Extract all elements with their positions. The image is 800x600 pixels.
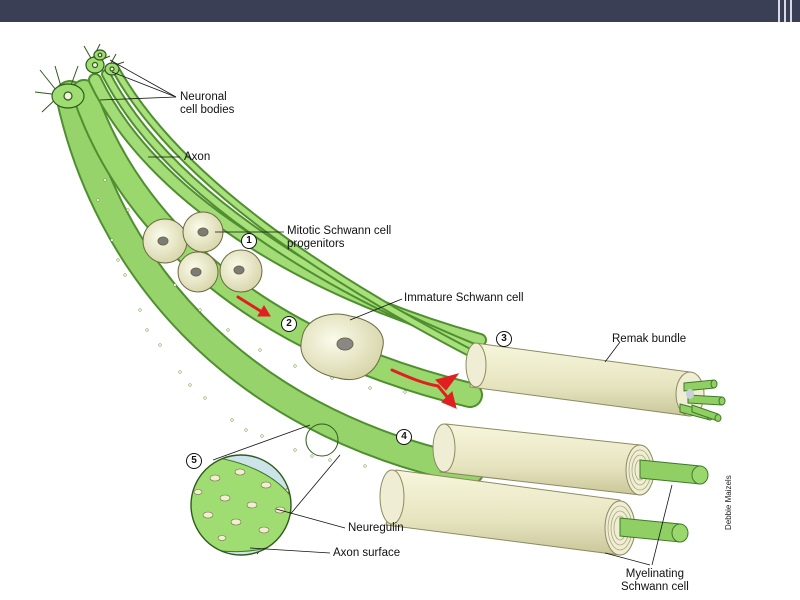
header-bar <box>0 0 800 22</box>
illustrator-credit: Debbie Maizels <box>724 475 733 530</box>
schwann-cell-diagram <box>34 43 726 566</box>
transition-arrows <box>236 295 460 409</box>
neuronal-cell-bodies <box>34 43 125 113</box>
step-marker-1: 1 <box>241 233 257 249</box>
remak-bundle <box>465 342 726 422</box>
header-edge-decoration <box>772 0 800 22</box>
label-remak-bundle: Remak bundle <box>612 333 687 345</box>
step-marker-5: 5 <box>186 453 202 469</box>
immature-schwann-cell <box>300 313 384 380</box>
label-axon: Axon <box>184 151 211 163</box>
neuregulin-dots <box>96 178 407 468</box>
label-neuregulin: Neuregulin <box>348 522 404 534</box>
myelinating-schwann-cells <box>379 423 709 556</box>
label-mitotic-progenitors: Mitotic Schwann cell progenitors <box>287 225 392 250</box>
axon-surface-magnifier <box>190 423 341 556</box>
label-axon-surface: Axon surface <box>333 547 401 559</box>
step-marker-2: 2 <box>281 316 297 332</box>
leader-lines <box>99 59 673 566</box>
step-marker-4: 4 <box>396 429 412 445</box>
label-neuronal-cell-bodies: Neuronal cell bodies <box>180 91 235 116</box>
axon-strands <box>55 65 493 485</box>
label-myelinating-schwann-cell: Myelinating Schwann cell <box>621 568 689 593</box>
label-immature-schwann-cell: Immature Schwann cell <box>404 292 524 304</box>
step-marker-3: 3 <box>496 331 512 347</box>
mitotic-progenitor-cells <box>142 211 263 293</box>
